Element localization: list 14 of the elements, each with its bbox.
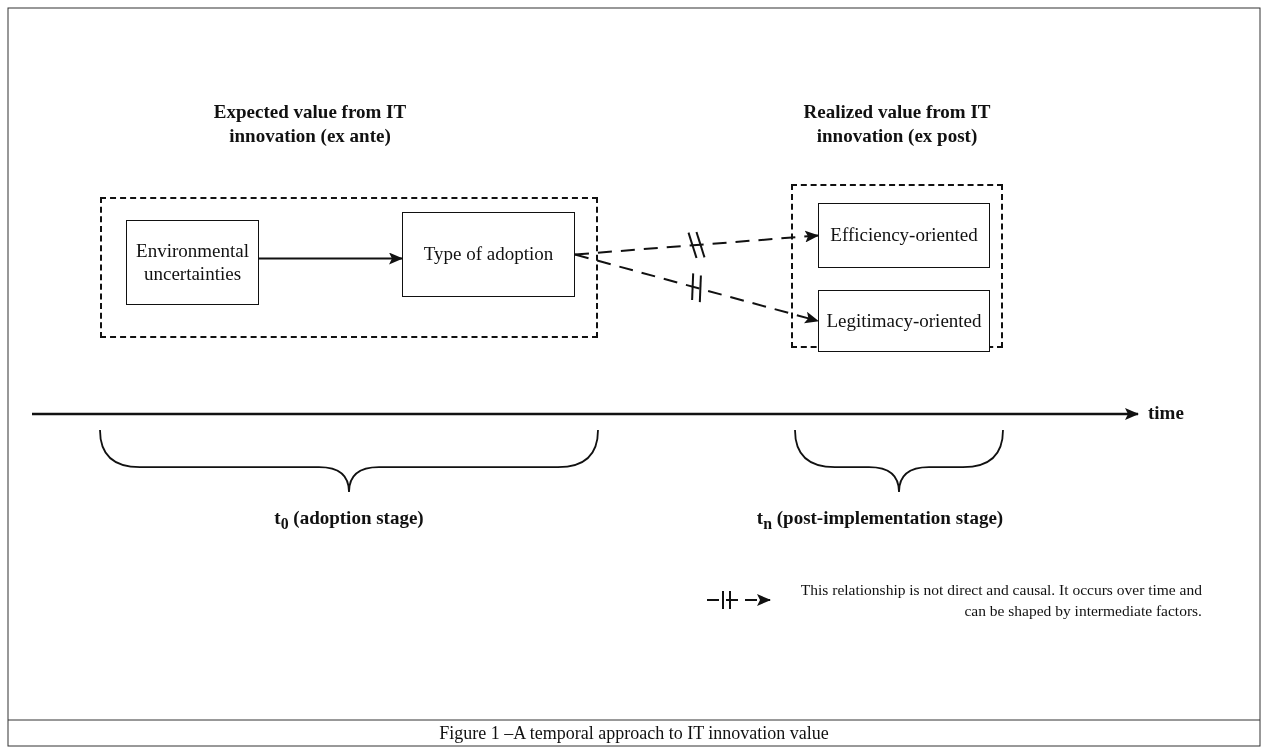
dashed-arrow	[574, 253, 819, 324]
process-box: Type of adoption	[402, 212, 575, 297]
group-heading: Expected value from IT innovation (ex ante)	[212, 100, 408, 148]
legend-text: This relationship is not direct and causal. It occurs over time and can be shaped by intermediate factors.	[799, 580, 1202, 621]
stage-label: t$_{0}$ (adoption stage)	[274, 507, 424, 533]
axis-label: time	[1148, 402, 1184, 424]
group-heading: Realized value from IT innovation (ex post)	[802, 100, 992, 148]
process-box: Legitimacy-oriented	[818, 290, 990, 352]
stage-label: t$_{n}$ (post-implementation stage)	[756, 507, 1004, 533]
dashed-arrow	[574, 230, 819, 260]
process-box: Efficiency-oriented	[818, 203, 990, 268]
arrow	[258, 252, 403, 265]
process-box: Environmental uncertainties	[126, 220, 259, 305]
figure-caption: Figure 1 –A temporal approach to IT innovation value	[438, 722, 830, 744]
